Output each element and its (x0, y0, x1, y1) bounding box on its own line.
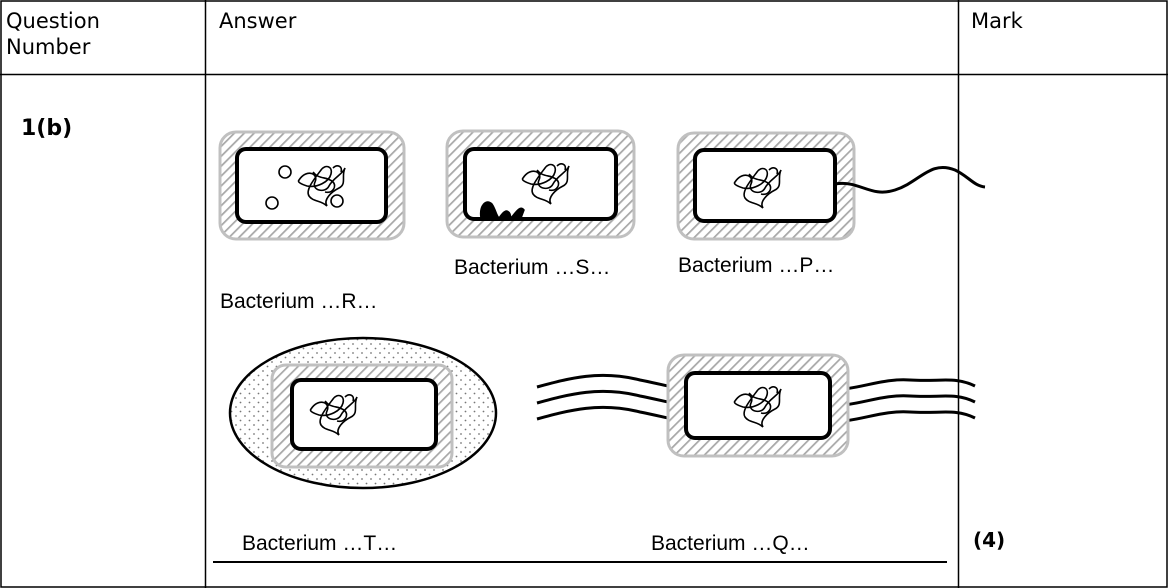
bacterium-q-diagram (537, 355, 975, 456)
label-bacterium-s: Bacterium …S… (454, 256, 610, 280)
question-number: 1(b) (21, 116, 72, 141)
label-bacterium-q: Bacterium …Q… (651, 532, 810, 556)
question-number-header-text: Question Number (6, 9, 100, 59)
mark-header: Mark (971, 8, 1023, 34)
label-bacterium-r: Bacterium …R… (220, 290, 378, 314)
bacterium-r-diagram (220, 132, 404, 239)
bacterium-p-diagram (678, 133, 985, 239)
question-number-header: Question Number (6, 8, 156, 60)
answer-header: Answer (219, 8, 296, 34)
bacterium-t-diagram (230, 338, 496, 488)
label-bacterium-t: Bacterium …T… (242, 532, 397, 556)
mark-value: (4) (973, 528, 1005, 552)
label-bacterium-p: Bacterium …P… (678, 254, 834, 278)
bacterium-s-diagram (447, 131, 634, 237)
